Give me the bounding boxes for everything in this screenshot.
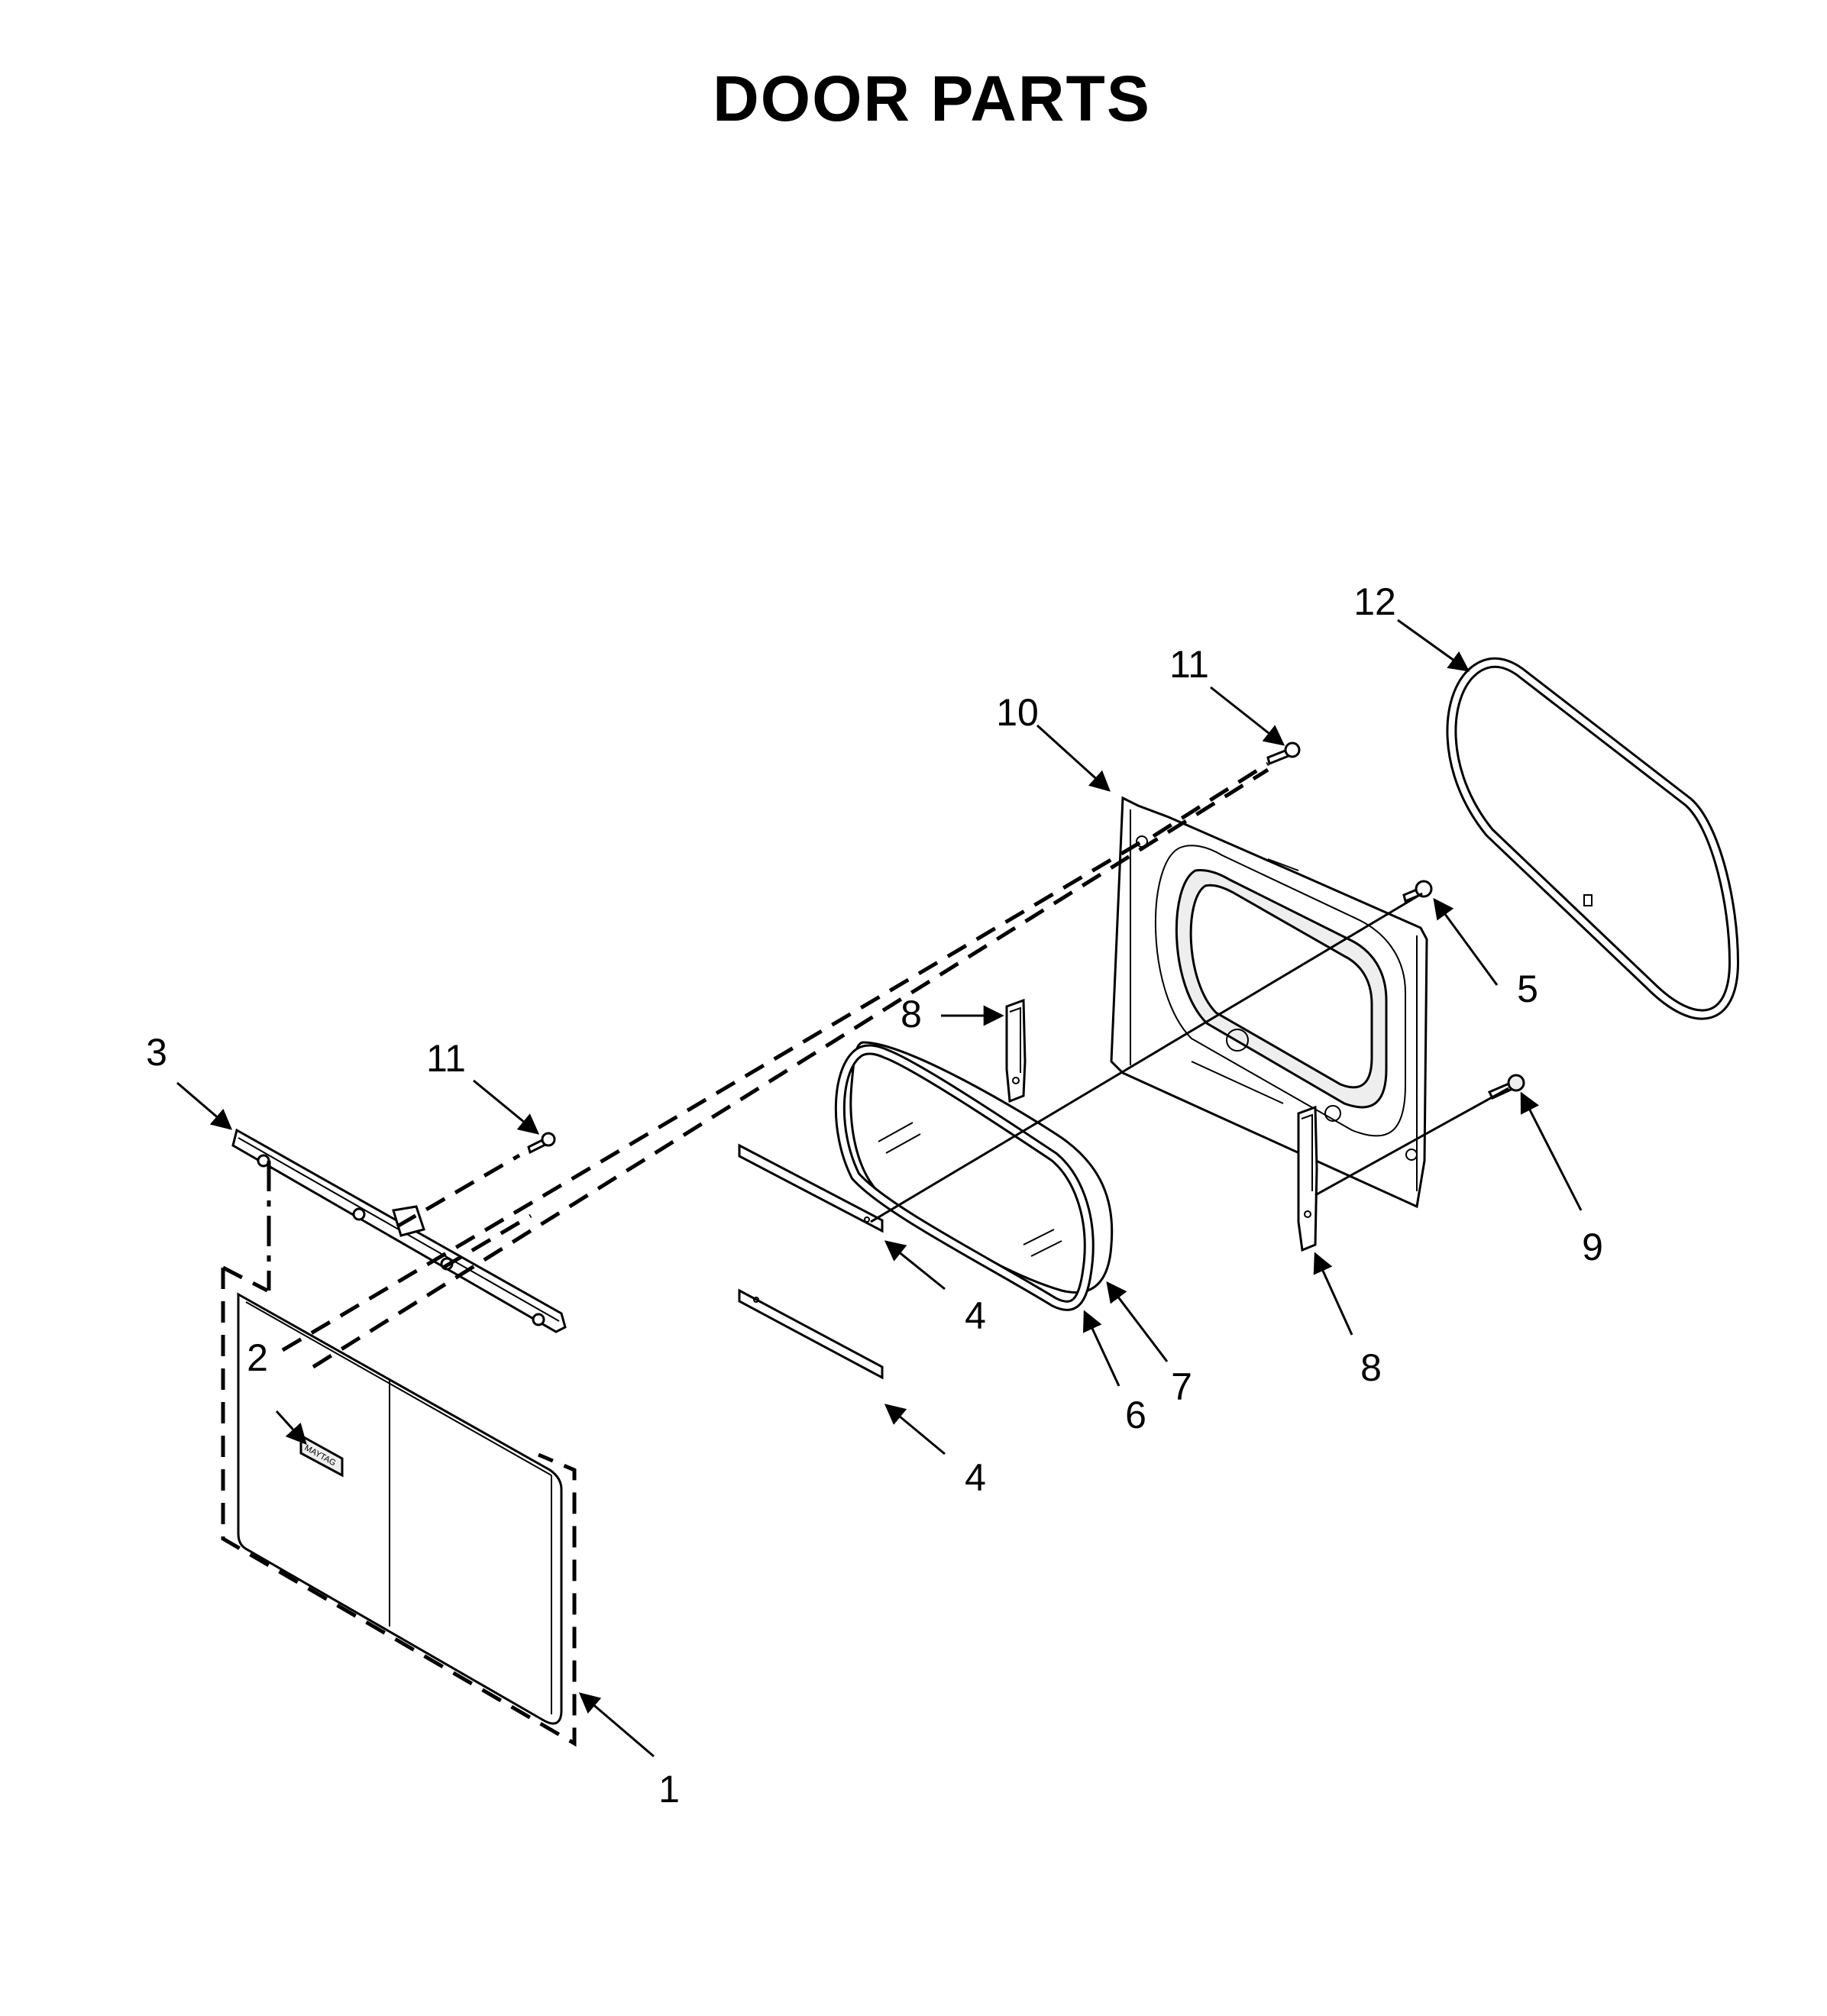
- callout-8-lower: 8: [1360, 1346, 1382, 1389]
- callout-11-lower: 11: [426, 1037, 466, 1080]
- diagram-title: DOOR PARTS: [713, 63, 1151, 134]
- screw-11-upper-part: [1266, 741, 1301, 766]
- screw-5-part: [1402, 880, 1433, 903]
- screw-11-lower-part: [527, 1132, 556, 1155]
- callout-5: 5: [1517, 968, 1538, 1010]
- callout-6: 6: [1125, 1394, 1146, 1436]
- door-glass-part: [849, 1041, 1114, 1294]
- callout-10: 10: [996, 691, 1039, 734]
- callout-4-upper: 4: [965, 1294, 986, 1337]
- callout-2: 2: [247, 1336, 268, 1379]
- glass-bracket-lower-part: [738, 1288, 884, 1380]
- callout-11-upper: 11: [1169, 643, 1209, 686]
- callout-labels: 1 2 3 4 4 5 6 7 8 8 9 10 11 11 12: [146, 580, 1603, 1811]
- hinge-lower-part: [1297, 1105, 1318, 1252]
- callout-4-lower: 4: [965, 1456, 986, 1499]
- assembly-lines: [267, 761, 1509, 1369]
- leader-arrows: [176, 619, 1583, 1758]
- door-handle-part: [231, 1128, 567, 1333]
- callout-12: 12: [1353, 580, 1396, 623]
- callout-8-upper: 8: [901, 993, 922, 1035]
- glass-seal-part: [834, 1044, 1095, 1311]
- hinge-upper-part: [1005, 998, 1027, 1103]
- callout-1: 1: [658, 1768, 680, 1811]
- callout-3: 3: [146, 1031, 167, 1074]
- door-outer-panel-part: [221, 1265, 577, 1747]
- door-gasket-part: [1446, 657, 1740, 1020]
- inner-door-frame-part: [1110, 796, 1428, 1209]
- glass-bracket-upper-part: [738, 1143, 884, 1233]
- callout-9: 9: [1582, 1226, 1603, 1268]
- callout-7: 7: [1171, 1365, 1192, 1408]
